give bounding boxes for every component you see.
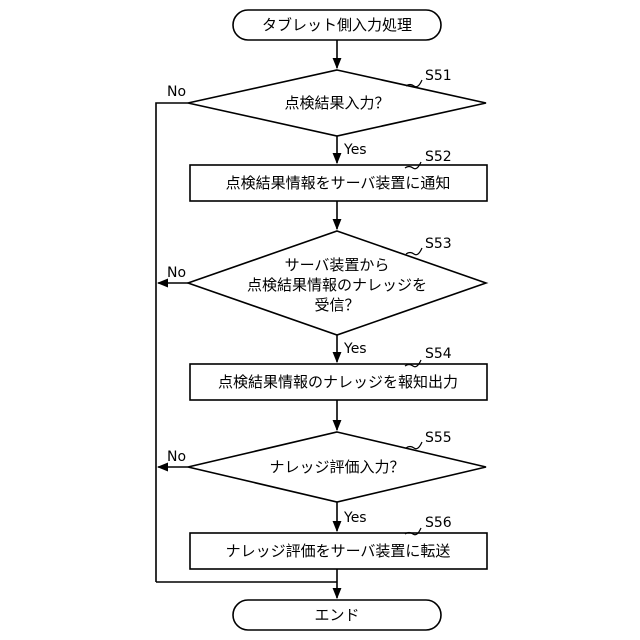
s56-text-0: ナレッジ評価をサーバ装置に転送 <box>226 542 451 560</box>
s51-step-label: S51 <box>425 68 452 84</box>
s53-text-2: 受信？ <box>314 296 359 314</box>
end-terminal-label: エンド <box>314 606 359 624</box>
s53-text-1: 点検結果情報のナレッジを <box>247 276 427 294</box>
s51-text-0: 点検結果入力？ <box>284 94 389 112</box>
start-terminal-label: タブレット側入力処理 <box>262 16 412 34</box>
s56-step-label: S56 <box>425 515 452 531</box>
s54-text-0: 点検結果情報のナレッジを報知出力 <box>218 373 458 391</box>
s55-no-label: No <box>167 449 186 465</box>
s54-step-label: S54 <box>425 346 452 362</box>
s53-text-0: サーバ装置から <box>285 256 390 274</box>
s55-squiggle <box>406 442 422 449</box>
s55-yes-label: Yes <box>343 510 367 526</box>
s53-yes-label: Yes <box>343 341 367 357</box>
s55-step-label: S55 <box>425 430 452 446</box>
s53-step-label: S53 <box>425 236 452 252</box>
s51-no-label: No <box>167 84 186 100</box>
s52-step-label: S52 <box>425 149 452 165</box>
s53-no-label: No <box>167 265 186 281</box>
s53-squiggle <box>406 248 422 255</box>
s52-text-0: 点検結果情報をサーバ装置に通知 <box>226 174 451 192</box>
s51-yes-label: Yes <box>343 142 367 158</box>
s55-text-0: ナレッジ評価入力？ <box>269 458 404 476</box>
no-line-s51 <box>156 103 188 582</box>
